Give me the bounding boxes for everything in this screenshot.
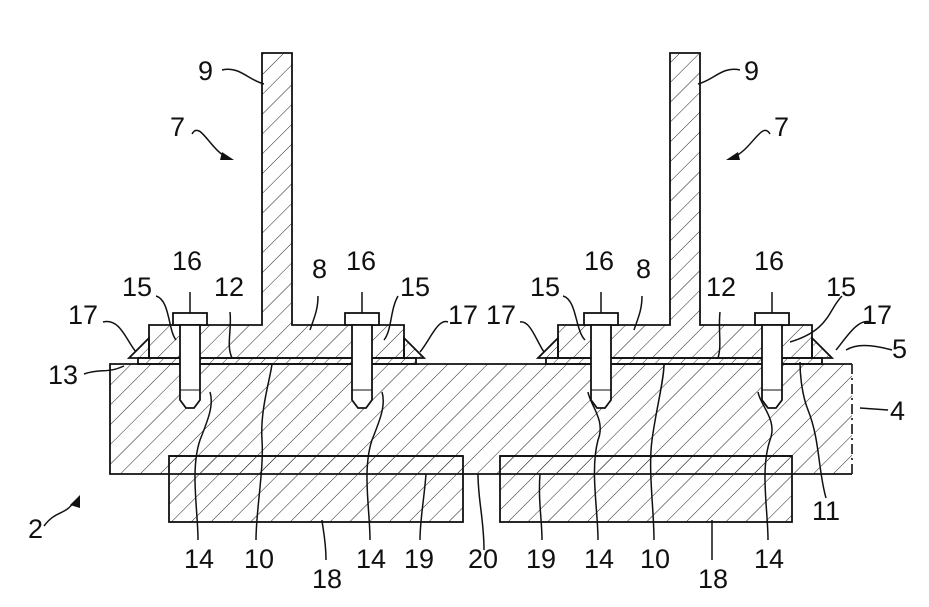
label-16-b: 16 — [346, 246, 376, 276]
label-7-left: 7 — [170, 112, 185, 142]
label-16-a: 16 — [172, 246, 202, 276]
label-10-left: 10 — [244, 544, 274, 574]
label-15-a: 15 — [122, 272, 152, 302]
label-12-right: 12 — [706, 272, 736, 302]
label-9-left: 9 — [198, 56, 213, 86]
label-16-c: 16 — [584, 246, 614, 276]
label-20: 20 — [468, 544, 498, 574]
label-15-d: 15 — [826, 272, 856, 302]
label-12-left: 12 — [214, 272, 244, 302]
label-5: 5 — [892, 334, 907, 364]
label-7-right: 7 — [774, 112, 789, 142]
label-17-a: 17 — [68, 300, 98, 330]
label-9-right: 9 — [744, 56, 759, 86]
label-4: 4 — [890, 396, 905, 426]
label-14-d: 14 — [754, 544, 784, 574]
label-14-b: 14 — [356, 544, 386, 574]
label-17-d: 17 — [862, 300, 892, 330]
label-17-b: 17 — [448, 300, 478, 330]
label-15-c: 15 — [530, 272, 560, 302]
label-19-right: 19 — [526, 544, 556, 574]
label-18-left: 18 — [312, 564, 342, 594]
label-18-right: 18 — [698, 564, 728, 594]
label-2: 2 — [28, 514, 43, 544]
label-15-b: 15 — [400, 272, 430, 302]
label-19-left: 19 — [404, 544, 434, 574]
label-11: 11 — [812, 496, 840, 526]
label-14-c: 14 — [584, 544, 614, 574]
label-8-left: 8 — [312, 254, 327, 284]
label-17-c: 17 — [486, 300, 516, 330]
label-8-right: 8 — [636, 254, 651, 284]
label-10-right: 10 — [640, 544, 670, 574]
label-16-d: 16 — [754, 246, 784, 276]
label-13: 13 — [48, 360, 78, 390]
label-14-a: 14 — [184, 544, 214, 574]
